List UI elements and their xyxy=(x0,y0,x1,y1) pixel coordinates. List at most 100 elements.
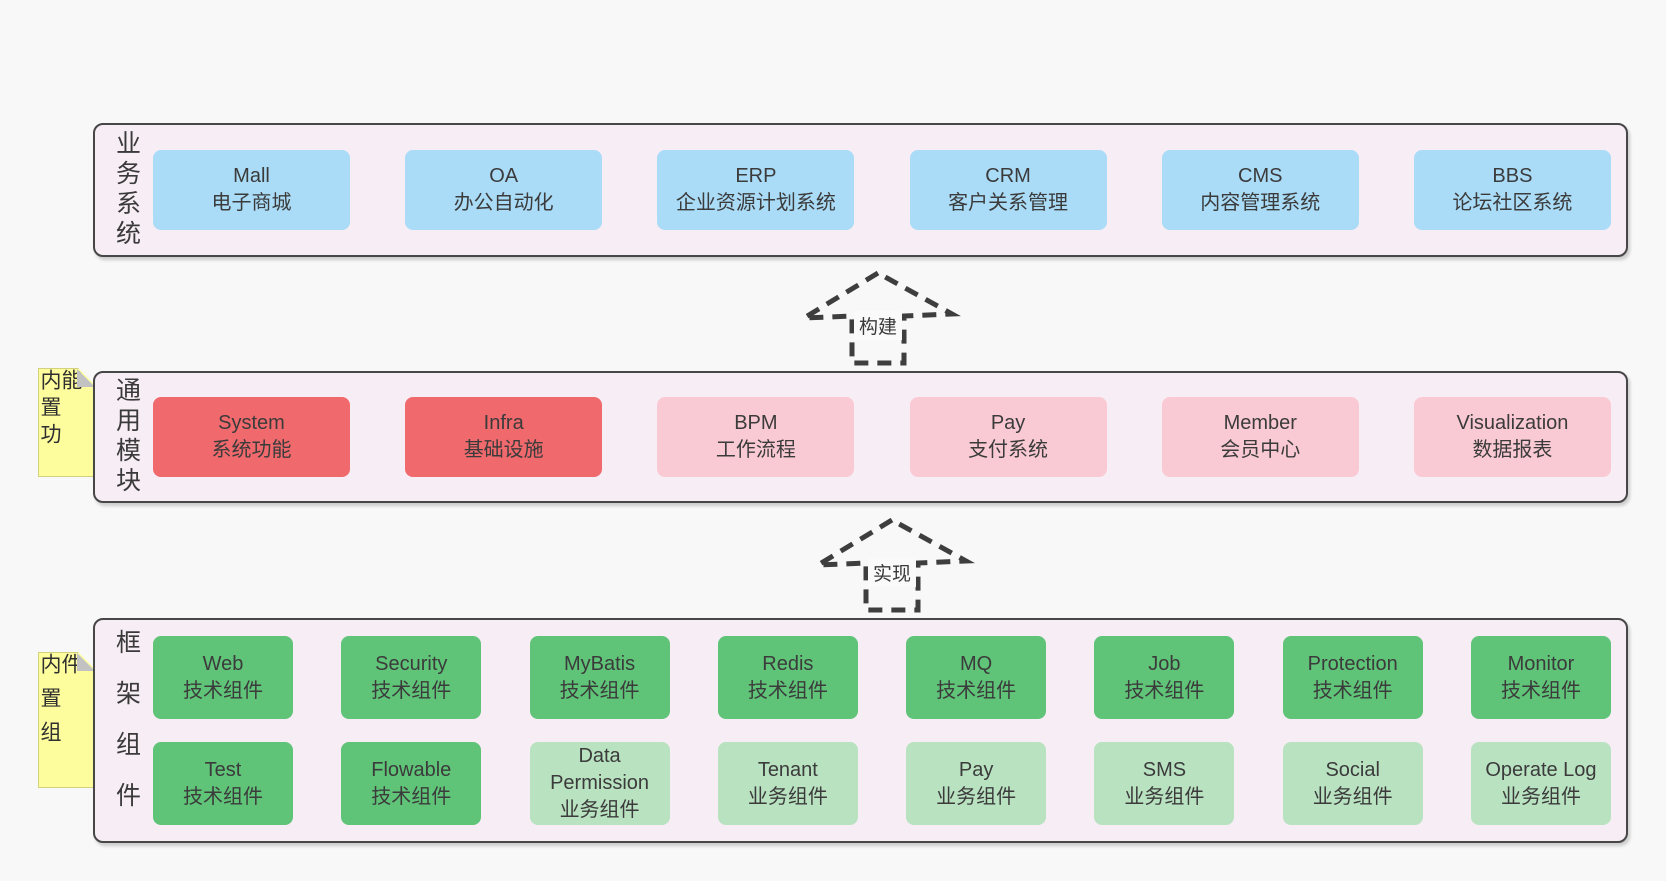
box-mall: Mall 电子商城 xyxy=(153,150,350,230)
builtin-functions-note: 内置功能 xyxy=(38,368,96,477)
box-protection: Protection 技术组件 xyxy=(1282,636,1423,719)
box-title: MQ xyxy=(960,652,993,675)
box-title: BPM xyxy=(734,412,778,434)
box-subtitle: 系统功能 xyxy=(211,439,292,461)
box-title: Redis xyxy=(762,652,814,675)
box-web: Web 技术组件 xyxy=(153,636,293,719)
box-infra: Infra 基础设施 xyxy=(405,397,603,477)
box-subtitle: 业务组件 xyxy=(747,785,828,808)
box-subtitle: 企业资源计划系统 xyxy=(675,192,836,214)
box-redis: Redis 技术组件 xyxy=(717,636,858,719)
box-subtitle: 内容管理系统 xyxy=(1200,192,1321,214)
box-title: Operate Log xyxy=(1485,758,1597,781)
build-arrow-label: 构建 xyxy=(853,311,903,340)
box-sms: SMS 业务组件 xyxy=(1094,742,1235,825)
box-title: MyBatis xyxy=(564,652,636,675)
box-subtitle: 数据报表 xyxy=(1472,439,1553,461)
box-system: System 系统功能 xyxy=(153,397,350,477)
business-systems-boxes: Mall 电子商城 OA 办公自动化 ERP 企业资源计划系统 CRM 客户关系管理 CMS 内容… xyxy=(153,125,1626,255)
box-bpm: BPM 工作流程 xyxy=(657,397,855,477)
box-title: Data Permission xyxy=(550,745,650,794)
box-title: ERP xyxy=(735,165,777,187)
box-title: Protection xyxy=(1307,652,1398,675)
implement-arrow-label: 实现 xyxy=(867,558,917,587)
box-subtitle: 技术组件 xyxy=(747,679,828,702)
box-subtitle: 工作流程 xyxy=(715,439,796,461)
box-title: System xyxy=(218,412,285,434)
box-title: Visualization xyxy=(1456,412,1569,434)
box-monitor: Monitor 技术组件 xyxy=(1470,636,1611,719)
layer-label-modules: 通用模块 xyxy=(112,377,141,497)
box-title: Web xyxy=(202,652,244,675)
build-arrow: 构建 xyxy=(788,267,968,369)
layer-label-components: 框架组件 xyxy=(112,628,141,833)
up-arrow-icon xyxy=(802,270,961,366)
box-subtitle: 技术组件 xyxy=(1312,679,1393,702)
box-title: SMS xyxy=(1142,758,1187,781)
box-cms: CMS 内容管理系统 xyxy=(1161,150,1359,230)
box-title: Pay xyxy=(990,412,1026,434)
box-mybatis: MyBatis 技术组件 xyxy=(529,636,670,719)
box-subtitle: 业务组件 xyxy=(559,799,640,821)
box-title: Member xyxy=(1223,412,1297,434)
box-subtitle: 技术组件 xyxy=(559,679,640,702)
note-text: 内置组件 xyxy=(38,653,82,755)
box-visualization: Visualization 数据报表 xyxy=(1413,397,1611,477)
box-subtitle: 论坛社区系统 xyxy=(1452,192,1573,214)
implement-arrow: 实现 xyxy=(802,514,982,616)
box-title: Tenant xyxy=(757,758,818,781)
common-modules-boxes: System 系统功能 Infra 基础设施 BPM 工作流程 Pay 支付系统 Member 会… xyxy=(153,373,1626,501)
box-subtitle: 业务组件 xyxy=(1124,785,1205,808)
box-subtitle: 会员中心 xyxy=(1220,439,1301,461)
box-title: Pay xyxy=(958,758,994,781)
box-tenant: Tenant 业务组件 xyxy=(717,742,858,825)
box-subtitle: 技术组件 xyxy=(371,785,452,808)
box-subtitle: 业务组件 xyxy=(936,785,1017,808)
box-title: CRM xyxy=(985,165,1031,187)
box-subtitle: 技术组件 xyxy=(1124,679,1205,702)
box-subtitle: 业务组件 xyxy=(1500,785,1581,808)
box-title: CMS xyxy=(1238,165,1283,187)
box-subtitle: 基础设施 xyxy=(463,439,544,461)
box-subtitle: 电子商城 xyxy=(211,192,292,214)
box-subtitle: 技术组件 xyxy=(1500,679,1581,702)
box-subtitle: 技术组件 xyxy=(183,679,263,702)
box-pay: Pay 业务组件 xyxy=(906,742,1047,825)
box-member: Member 会员中心 xyxy=(1161,397,1359,477)
box-subtitle: 办公自动化 xyxy=(453,192,554,214)
box-title: Test xyxy=(204,758,242,781)
box-job: Job 技术组件 xyxy=(1094,636,1235,719)
box-crm: CRM 客户关系管理 xyxy=(909,150,1107,230)
box-flowable: Flowable 技术组件 xyxy=(341,742,482,825)
box-subtitle: 技术组件 xyxy=(371,679,452,702)
box-title: Job xyxy=(1148,652,1181,675)
box-pay: Pay 支付系统 xyxy=(909,397,1107,477)
box-data-permission: Data Permission 业务组件 xyxy=(529,742,670,825)
box-title: Infra xyxy=(483,412,524,434)
box-subtitle: 业务组件 xyxy=(1312,785,1393,808)
box-title: Mall xyxy=(233,165,270,187)
box-oa: OA 办公自动化 xyxy=(405,150,603,230)
box-title: Flowable xyxy=(371,758,452,781)
up-arrow-icon xyxy=(816,517,975,613)
box-operate-log: Operate Log 业务组件 xyxy=(1470,742,1611,825)
box-title: Monitor xyxy=(1507,652,1575,675)
layer-label-business: 业务系统 xyxy=(112,130,141,250)
box-title: Social xyxy=(1325,758,1380,781)
business-systems-layer: 业务系统 Mall 电子商城 OA 办公自动化 ERP 企业资源计划系统 CRM 客户关系管理… xyxy=(93,123,1628,257)
box-subtitle: 支付系统 xyxy=(968,439,1049,461)
box-subtitle: 客户关系管理 xyxy=(948,192,1069,214)
box-title: OA xyxy=(489,165,519,187)
note-text: 内置功能 xyxy=(38,369,82,450)
box-test: Test 技术组件 xyxy=(153,742,293,825)
box-subtitle: 技术组件 xyxy=(183,785,263,808)
common-modules-layer: 通用模块 System 系统功能 Infra 基础设施 BPM 工作流程 Pay 支付系统 Me… xyxy=(93,371,1628,503)
builtin-components-note: 内置组件 xyxy=(38,652,96,788)
